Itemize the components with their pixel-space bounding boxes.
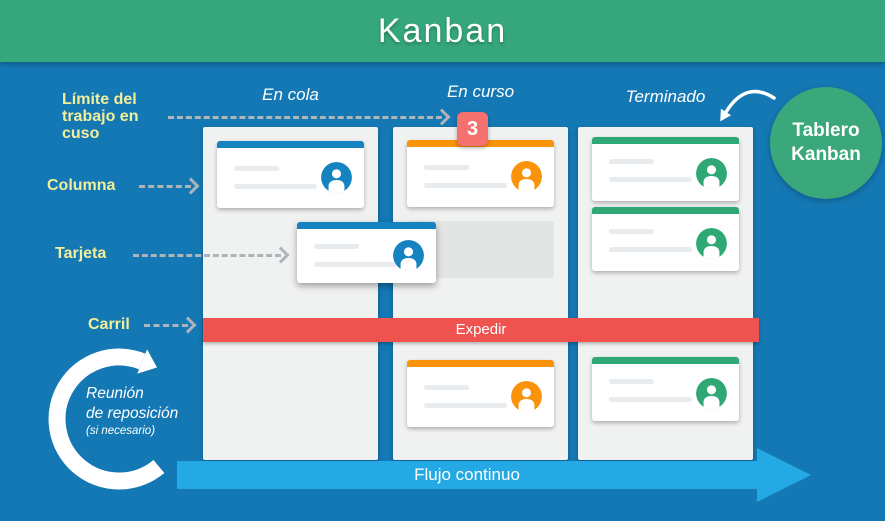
- person-icon: [321, 162, 352, 193]
- person-icon: [696, 228, 727, 259]
- person-icon: [511, 381, 542, 412]
- page-title: Kanban: [377, 11, 508, 50]
- continuous-flow-arrow: Flujo continuo: [177, 461, 757, 489]
- kanban-card: [407, 140, 554, 207]
- annotation-column: Columna: [47, 177, 116, 194]
- text-line-placeholder: [609, 177, 692, 182]
- card-color-bar: [217, 141, 364, 148]
- card-color-bar: [592, 207, 739, 214]
- dashed-arrow-right-icon: [168, 116, 442, 119]
- person-icon: [696, 158, 727, 189]
- wip-limit-badge: 3: [457, 112, 488, 146]
- person-icon: [696, 378, 727, 409]
- replenishment-note-line2: de reposición: [86, 405, 179, 423]
- card-color-bar: [407, 360, 554, 367]
- annotation-lane: Carril: [88, 316, 130, 333]
- dashed-arrow-right-icon: [139, 185, 191, 188]
- right-arrow-icon: [757, 448, 811, 502]
- kanban-card: [407, 360, 554, 427]
- card-color-bar: [297, 222, 436, 229]
- kanban-card: [217, 141, 364, 208]
- kanban-card: [592, 137, 739, 201]
- text-line-placeholder: [424, 385, 469, 390]
- expedite-lane: Expedir: [203, 318, 759, 342]
- replenishment-note: Reunión de reposición (si necesario): [86, 384, 206, 439]
- annotation-wip-limit: Límite del trabajo en cuso: [62, 91, 139, 142]
- dashed-arrow-right-icon: [133, 254, 281, 257]
- title-bar: Kanban: [0, 0, 885, 62]
- board-callout-line1: Tablero: [792, 120, 860, 142]
- replenishment-note-line1: Reunión: [86, 385, 144, 402]
- text-line-placeholder: [424, 403, 507, 408]
- text-line-placeholder: [609, 247, 692, 252]
- person-icon: [393, 240, 424, 271]
- card-color-bar: [592, 357, 739, 364]
- board-callout: Tablero Kanban: [770, 87, 882, 199]
- board-callout-line2: Kanban: [791, 144, 861, 165]
- circular-arrow-icon: [48, 348, 165, 490]
- annotation-card: Tarjeta: [55, 245, 107, 262]
- text-line-placeholder: [424, 165, 469, 170]
- dashed-arrow-right-icon: [144, 324, 188, 327]
- curved-arrow-icon: [720, 89, 776, 122]
- kanban-card: [592, 357, 739, 421]
- column-header-en-cola: En cola: [262, 85, 319, 104]
- text-line-placeholder: [234, 166, 279, 171]
- text-line-placeholder: [609, 379, 654, 384]
- replenishment-note-line3: (si necesario): [86, 425, 156, 438]
- text-line-placeholder: [314, 244, 359, 249]
- text-line-placeholder: [609, 397, 692, 402]
- text-line-placeholder: [609, 159, 654, 164]
- text-line-placeholder: [234, 184, 317, 189]
- kanban-card: [592, 207, 739, 271]
- card-color-bar: [592, 137, 739, 144]
- column-header-terminado: Terminado: [625, 87, 706, 106]
- text-line-placeholder: [314, 262, 397, 267]
- column-header-en-curso: En curso: [446, 82, 515, 101]
- kanban-card-highlighted: [297, 222, 436, 283]
- text-line-placeholder: [609, 229, 654, 234]
- person-icon: [511, 161, 542, 192]
- text-line-placeholder: [424, 183, 507, 188]
